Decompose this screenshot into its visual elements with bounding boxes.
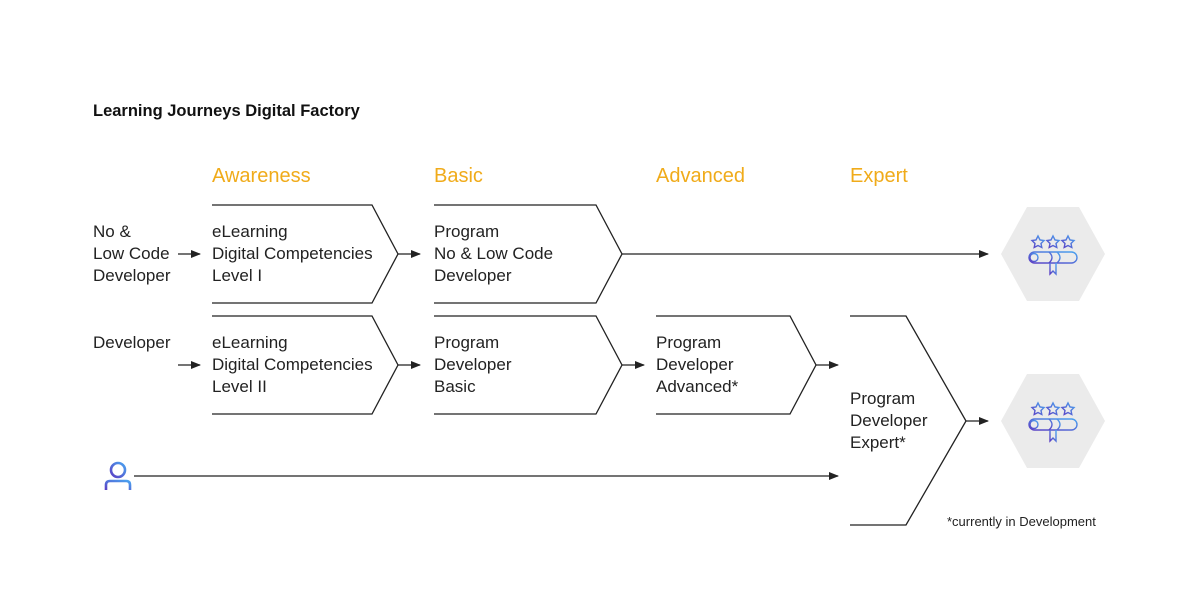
certificate-badge xyxy=(1001,207,1105,301)
footnote: *currently in Development xyxy=(947,514,1096,529)
step-text: Program xyxy=(850,389,915,408)
row-low-code: No & Low Code Developer eLearning Digita… xyxy=(93,204,989,304)
row-label: Low Code xyxy=(93,244,170,263)
row-label: Developer xyxy=(93,333,171,352)
step-text: Digital Competencies xyxy=(212,244,373,263)
stage-awareness: Awareness xyxy=(212,165,311,187)
certificate-stars-icon xyxy=(1028,401,1078,443)
step-text: Developer xyxy=(434,355,512,374)
user-icon xyxy=(104,461,132,490)
row-developer: Developer eLearning Digital Competencies… xyxy=(93,315,839,415)
step-text: Basic xyxy=(434,377,476,396)
step-text: Developer xyxy=(656,355,734,374)
certificate-stars-icon xyxy=(1028,234,1078,276)
stage-basic: Basic xyxy=(434,165,483,187)
row-label: No & xyxy=(93,222,131,241)
step-text: eLearning xyxy=(212,222,288,241)
certificate-badge xyxy=(1001,374,1105,468)
step-text: Developer xyxy=(434,266,512,285)
step-text: No & Low Code xyxy=(434,244,553,263)
stage-advanced: Advanced xyxy=(656,165,745,187)
stage-expert: Expert xyxy=(850,165,908,187)
step-text: Program xyxy=(434,222,499,241)
step-text: Advanced* xyxy=(656,377,739,396)
step-text: Program xyxy=(656,333,721,352)
step-text: Program xyxy=(434,333,499,352)
step-text: Level II xyxy=(212,377,267,396)
row-label: Developer xyxy=(93,266,171,285)
diagram-title: Learning Journeys Digital Factory xyxy=(93,102,361,120)
step-text: Digital Competencies xyxy=(212,355,373,374)
step-text: Level I xyxy=(212,266,262,285)
step-text: Developer xyxy=(850,411,928,430)
step-text: Expert* xyxy=(850,433,906,452)
step-text: eLearning xyxy=(212,333,288,352)
